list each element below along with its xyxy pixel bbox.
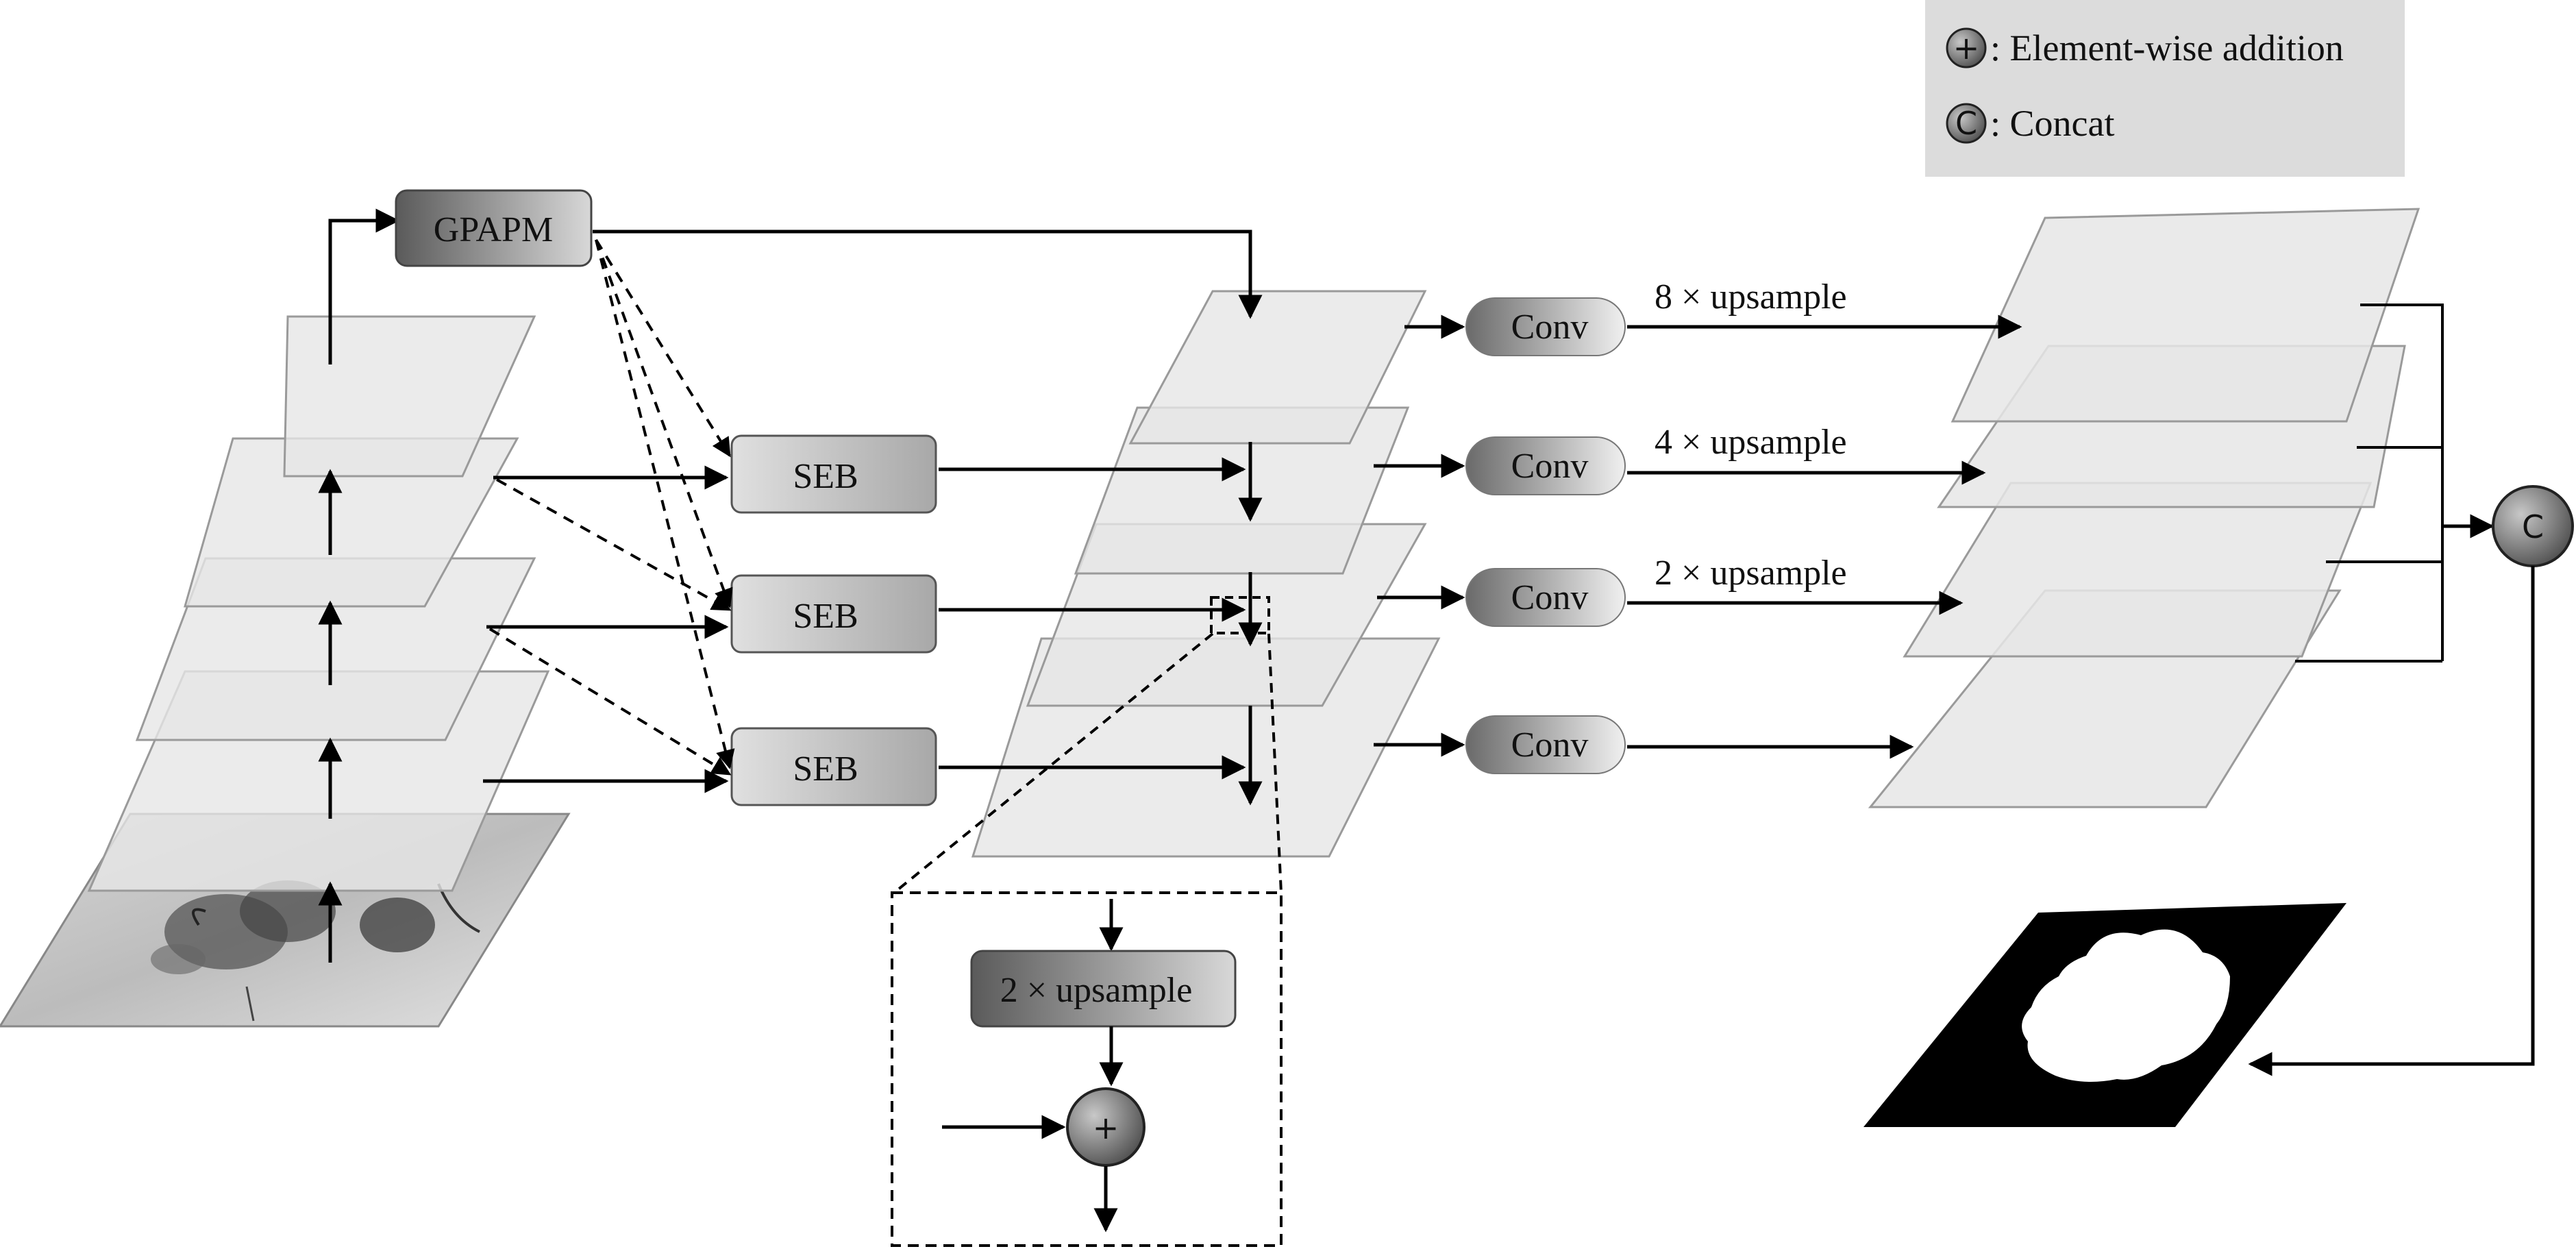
seb-label-1: SEB (793, 457, 858, 496)
decoder-feature-plane-1 (1128, 290, 1427, 445)
conv-label-4: Conv (1511, 726, 1589, 765)
zoom-line-left (893, 632, 1214, 894)
zoom-line-right (1267, 633, 1283, 893)
encoder-feature-plane-4 (283, 315, 536, 478)
conv-label-1: Conv (1511, 308, 1589, 347)
encoder-to-gpapm-arrow (328, 208, 400, 364)
seb-module-1: SEB (730, 434, 937, 514)
concat-legend-icon (1946, 103, 1987, 144)
seb-label-2: SEB (793, 597, 858, 636)
gpapm-module: GPAPM (395, 189, 593, 267)
seb-module-2: SEB (730, 574, 937, 654)
seb-label-3: SEB (793, 750, 858, 789)
concat-node: C (2492, 485, 2574, 567)
dashed-connections (488, 238, 735, 776)
upsampled-plane-1 (1950, 208, 2420, 423)
upsample-label-2x: 2 × upsample (1655, 554, 1847, 593)
upsampled-stack (1868, 208, 2420, 808)
upsample-label-8x: 8 × upsample (1655, 277, 1847, 317)
inset-add-symbol: + (1093, 1109, 1119, 1146)
upsampled-plane-3 (1903, 482, 2373, 658)
conv-label-3: Conv (1511, 578, 1589, 617)
gpapm-to-decoder-arrow (593, 230, 1263, 319)
add-legend-text: : Element-wise addition (1990, 27, 2344, 69)
inset-add-icon (1066, 1087, 1145, 1167)
concat-node-symbol: C (2522, 508, 2544, 545)
seb-module-3: SEB (730, 727, 937, 806)
legend-background (1925, 0, 2405, 177)
concat-legend-symbol: C (1955, 105, 1977, 142)
concat-legend-text: : Concat (1990, 103, 2114, 144)
inset-upsample-box (970, 950, 1237, 1028)
concat-connections (2295, 304, 2444, 663)
output-segmentation-mask (1863, 903, 2346, 1127)
add-legend-symbol: + (1953, 29, 1980, 66)
inset-upsample-label: 2 × upsample (1000, 971, 1193, 1010)
inset-border (891, 891, 1283, 1247)
conv-label-2: Conv (1511, 447, 1589, 486)
decoder-stack (593, 230, 1441, 858)
add-legend-icon (1946, 27, 1987, 69)
upsample-label-4x: 4 × upsample (1655, 423, 1847, 462)
concat-to-output-arrow (2248, 566, 2535, 1076)
encoder-stack (0, 208, 571, 1028)
inset-detail: 2 × upsample + (891, 891, 1283, 1247)
conv-module-2: Conv (1465, 436, 1626, 495)
zoom-highlight-box (1210, 596, 1270, 634)
gpapm-label: GPAPM (434, 210, 553, 249)
legend: + : Element-wise addition C : Concat (1925, 0, 2405, 177)
conv-module-1: Conv (1465, 297, 1626, 356)
conv-module-4: Conv (1465, 715, 1626, 774)
conv-module-3: Conv (1465, 568, 1626, 627)
